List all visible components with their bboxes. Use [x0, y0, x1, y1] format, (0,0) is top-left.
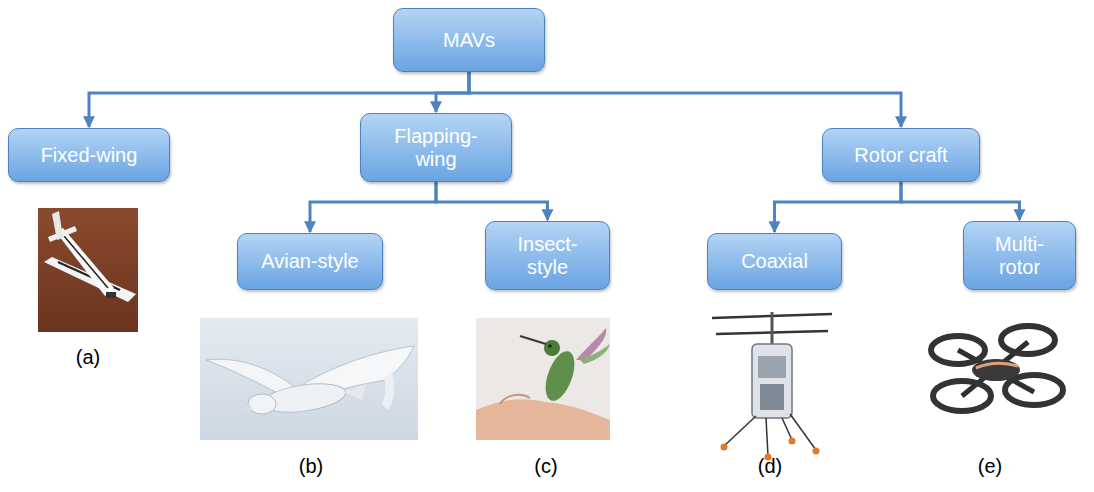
- hierarchy-arrow: [310, 182, 436, 232]
- figure-label: (e): [978, 455, 1002, 477]
- category-box: Flapping- wing: [360, 113, 512, 182]
- category-box: MAVs: [393, 8, 545, 72]
- figure-label: (b): [299, 455, 323, 477]
- hierarchy-arrow: [436, 182, 548, 220]
- figure-label: (a): [76, 346, 100, 368]
- avian-style-photo: [200, 318, 418, 440]
- fixed-wing-photo: [38, 208, 138, 332]
- box-text-group: Multi- rotor: [980, 233, 1060, 279]
- box-text-group: Coaxial: [741, 250, 808, 273]
- hierarchy-arrow: [901, 182, 1020, 220]
- category-box: Fixed-wing: [8, 128, 170, 182]
- box-label: MAVs: [443, 29, 495, 52]
- hierarchy-arrow: [469, 72, 901, 127]
- box-text-group: Flapping- wing: [386, 125, 486, 171]
- box-label: Insect- style: [508, 233, 588, 279]
- hierarchy-arrow: [436, 72, 469, 112]
- box-label: Multi- rotor: [980, 233, 1060, 279]
- box-label: Avian-style: [261, 250, 358, 273]
- box-label: Flapping- wing: [386, 125, 486, 171]
- coaxial-photo: [712, 312, 832, 461]
- box-text-group: Fixed-wing: [41, 144, 138, 167]
- hierarchy-arrow: [775, 182, 902, 232]
- box-text-group: MAVs: [443, 29, 495, 52]
- category-box: Insect- style: [485, 221, 610, 290]
- category-box: Coaxial: [707, 233, 842, 290]
- box-label: Rotor craft: [854, 144, 947, 167]
- multi-rotor-photo: [931, 326, 1063, 411]
- box-text-group: Avian-style: [261, 250, 358, 273]
- box-text-group: Rotor craft: [854, 144, 947, 167]
- insect-style-photo: [476, 318, 610, 440]
- figure-label: (c): [534, 455, 557, 477]
- box-text-group: Insect- style: [508, 233, 588, 279]
- category-box: Multi- rotor: [963, 221, 1076, 290]
- category-box: Avian-style: [237, 233, 383, 290]
- box-label: Coaxial: [741, 250, 808, 273]
- figure-label: (d): [758, 455, 782, 477]
- category-box: Rotor craft: [822, 128, 980, 182]
- box-label: Fixed-wing: [41, 144, 138, 167]
